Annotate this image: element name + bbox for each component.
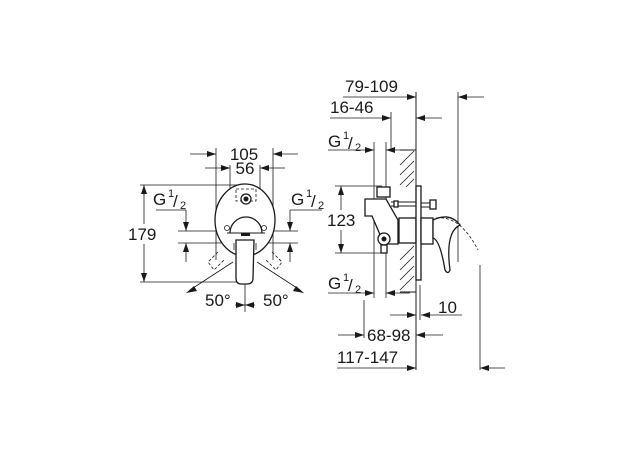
wall-section-top — [399, 149, 417, 188]
port-left-g: G — [153, 190, 166, 209]
side-view: 79-109 16-46 G 1 / 2 — [326, 77, 505, 371]
angle-left: 50° — [205, 291, 231, 310]
port-top-slash: / — [348, 134, 353, 153]
lever-handle — [235, 239, 255, 285]
port-right-slash: / — [311, 192, 316, 211]
valve-body — [364, 186, 417, 254]
port-bottom-den: 2 — [355, 284, 361, 296]
port-right-num: 1 — [306, 188, 312, 200]
dim-depth-79-109: 79-109 — [345, 77, 398, 96]
lever-rotated-side — [435, 217, 479, 251]
front-view: 105 56 179 G 1 / 2 G 1 / 2 — [128, 145, 324, 312]
angle-right: 50° — [263, 291, 289, 310]
handle-base — [420, 217, 434, 245]
dim-port-spacing-123: 123 — [327, 211, 355, 230]
lever-side — [432, 216, 462, 274]
dim-width-56: 56 — [236, 159, 255, 178]
port-top-num: 1 — [343, 130, 349, 142]
dim-width-105: 105 — [230, 145, 258, 164]
wall-section-bottom — [399, 245, 416, 293]
dim-depth-16-46: 16-46 — [330, 98, 373, 117]
port-left-slash: / — [173, 192, 178, 211]
port-bottom-num: 1 — [343, 272, 349, 284]
cover-plate — [415, 185, 422, 281]
port-right-g: G — [291, 190, 304, 209]
port-left-num: 1 — [168, 188, 174, 200]
lever-rotated-left — [207, 251, 225, 271]
dim-depth-117-147: 117-147 — [337, 348, 398, 367]
dim-height-179: 179 — [128, 225, 156, 244]
lever-rotated-right — [265, 251, 283, 271]
port-left-den: 2 — [180, 200, 186, 212]
port-right-den: 2 — [318, 200, 324, 212]
port-bottom-slash: / — [348, 276, 353, 295]
dim-plate-10: 10 — [438, 298, 457, 317]
port-top-g: G — [328, 132, 341, 151]
port-bottom-g: G — [328, 274, 341, 293]
port-top-den: 2 — [355, 142, 361, 154]
dim-install-68-98: 68-98 — [367, 326, 410, 345]
